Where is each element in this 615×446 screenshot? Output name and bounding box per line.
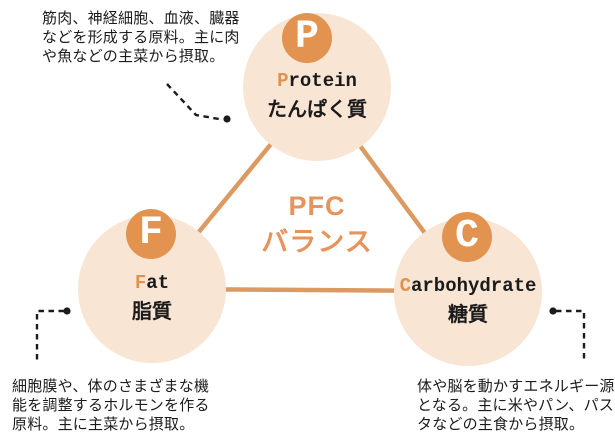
node-fat: F Fat 脂質	[78, 209, 226, 363]
protein-leader-line	[166, 83, 231, 123]
carbohydrate-initial-letter: C	[399, 275, 411, 297]
carbohydrate-badge-letter: C	[454, 214, 479, 259]
center-title-line1: PFC	[288, 191, 346, 221]
fat-badge-letter: F	[138, 211, 163, 256]
carbohydrate-japanese-label: 糖質	[448, 304, 488, 326]
node-carbohydrate: C Carbohydrate 糖質	[394, 212, 542, 366]
fat-badge-icon: F	[126, 209, 176, 259]
center-title-line2: バランス	[261, 227, 373, 257]
carbohydrate-leader-line	[549, 307, 586, 360]
fat-initial-letter: F	[134, 272, 147, 294]
protein-badge-icon: P	[282, 13, 332, 63]
node-protein: P Protein たんぱく質	[243, 13, 391, 161]
fat-annotation: 細胞膜や、体のさまざまな機 能を調整するホルモンを作る 原料。主に主菜から摂取。	[12, 378, 210, 433]
protein-badge-letter: P	[294, 15, 319, 60]
fat-japanese-label: 脂質	[132, 301, 172, 323]
fat-english-label: Fat	[135, 270, 169, 296]
protein-rest-letters: rotein	[288, 70, 357, 92]
carbohydrate-annotation: 体や脳を動かすエネルギー源 となる。主に米やパン、パス タなどの主食から摂取。	[417, 378, 615, 433]
carbohydrate-badge-icon: C	[442, 212, 492, 262]
carbohydrate-english-label: Carbohydrate	[400, 273, 537, 299]
protein-initial-letter: P	[277, 70, 289, 92]
fat-leader-line	[35, 307, 71, 360]
fat-rest-letters: at	[146, 272, 170, 294]
carbohydrate-rest-letters: arbohydrate	[410, 275, 537, 297]
protein-japanese-label: たんぱく質	[267, 99, 367, 121]
protein-english-label: Protein	[277, 68, 357, 94]
center-title: PFC バランス	[227, 188, 407, 260]
protein-annotation: 筋肉、神経細胞、血液、臓器 などを形成する原料。主に肉 や魚などの主菜から摂取。	[42, 10, 240, 65]
